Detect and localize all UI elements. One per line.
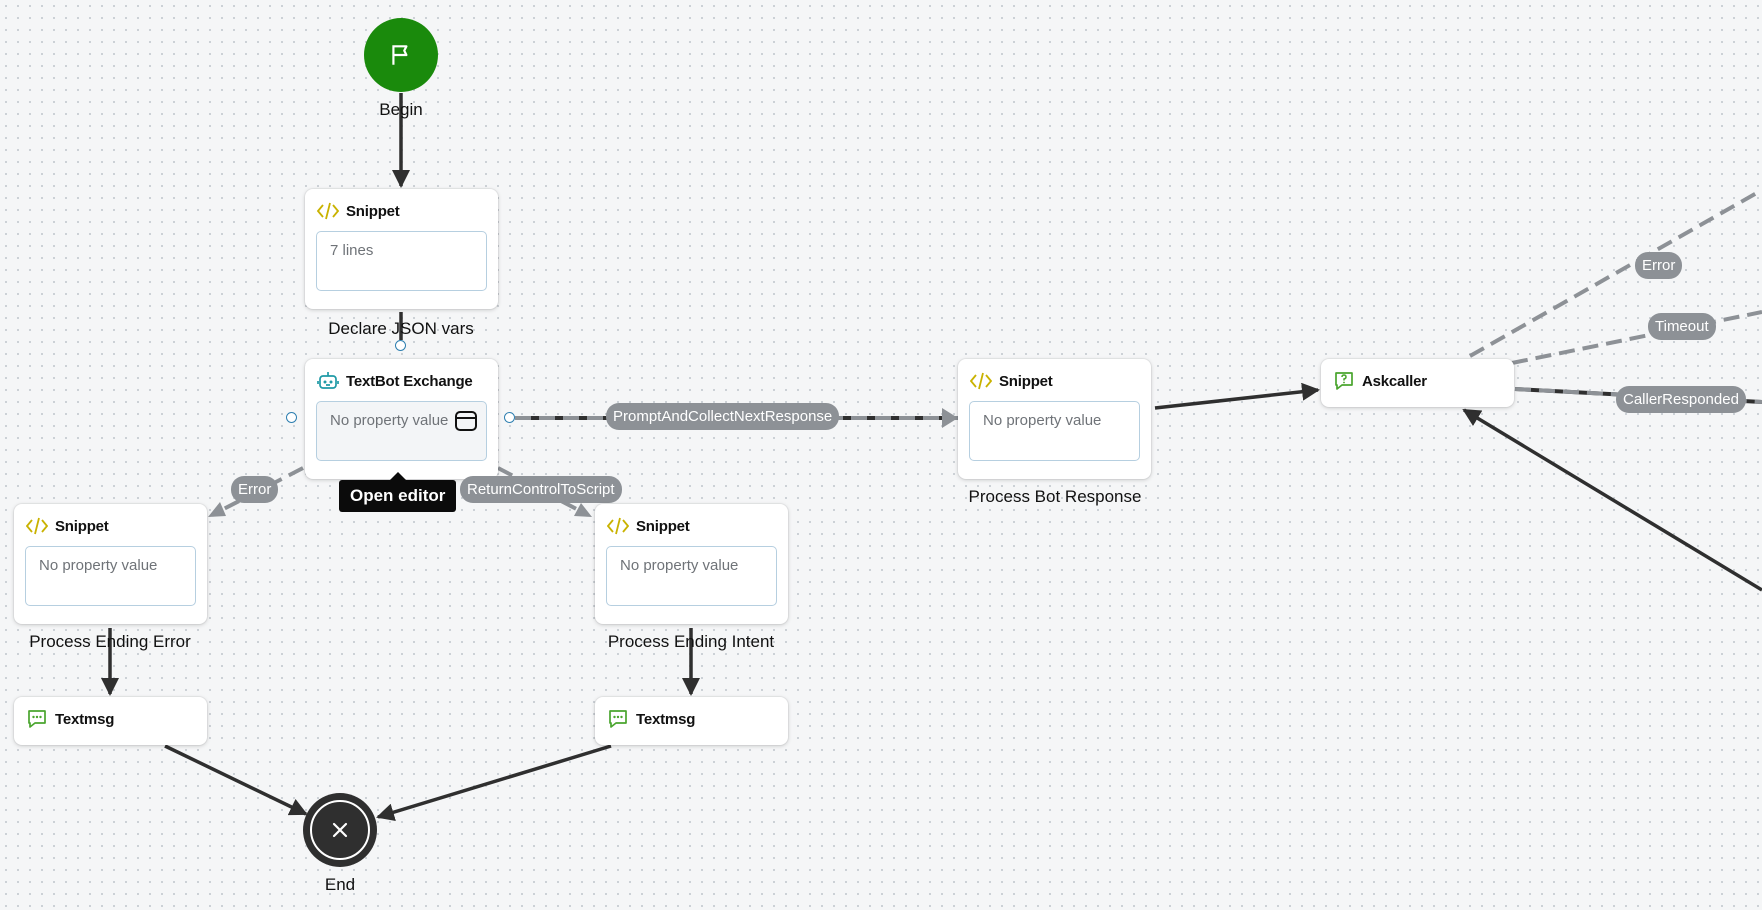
edge-label-timeout[interactable]: Timeout [1648,313,1716,340]
node-title: Snippet [636,517,690,535]
textbot-exchange-node[interactable]: TextBot Exchange No property value [305,359,498,479]
close-icon [332,822,348,838]
end-node[interactable] [303,793,377,867]
node-title: Snippet [55,517,109,535]
node-caption-process-ending-intent: Process Ending Intent [607,632,775,651]
node-property-box[interactable]: 7 lines [316,231,487,291]
open-editor-icon[interactable] [454,410,478,432]
edge-label-error-right[interactable]: Error [1635,252,1683,279]
textmsg-node-left[interactable]: Textmsg [14,697,207,745]
edge-askcaller-error[interactable] [1469,188,1762,358]
edge-label-prompt[interactable]: PromptAndCollectNextResponse [606,403,840,430]
node-property-box[interactable]: No property value [25,546,196,606]
node-caption-process-ending-error: Process Ending Error [29,632,191,651]
node-title: Snippet [346,202,400,220]
open-editor-tooltip: Open editor [339,472,457,512]
robot-icon [317,372,339,389]
node-property-box[interactable]: No property value [316,401,487,461]
edge-label-return-control[interactable]: ReturnControlToScript [460,476,622,503]
connection-port-right[interactable] [504,412,515,423]
flag-icon [392,45,408,65]
code-icon [317,202,339,220]
edge-textmsg-right-to-end[interactable] [376,744,612,821]
chat-icon [609,710,627,728]
askcaller-node[interactable]: Askcaller [1321,359,1514,407]
node-caption-declare-json: Declare JSON vars [328,319,474,338]
snippet-node-process-ending-error[interactable]: Snippet No property value [14,504,207,624]
edge-return-to-askcaller[interactable] [1462,408,1762,592]
node-title: TextBot Exchange [346,372,473,390]
chat-icon [28,710,46,728]
node-property-box[interactable]: No property value [969,401,1140,461]
edge-label-error-left[interactable]: Error [231,476,279,503]
code-icon [607,517,629,535]
node-caption-process-bot-response: Process Bot Response [968,487,1142,506]
textmsg-node-right[interactable]: Textmsg [595,697,788,745]
edge-processbot-to-askcaller[interactable] [1154,382,1320,410]
edge-textmsg-left-to-end[interactable] [164,744,308,816]
node-property-box[interactable]: No property value [606,546,777,606]
code-icon [26,517,48,535]
begin-node[interactable] [364,18,438,92]
code-icon [970,372,992,390]
node-title: Snippet [999,372,1053,390]
node-title: Textmsg [636,710,696,728]
node-title: Askcaller [1362,372,1427,390]
question-chat-icon [1335,372,1353,390]
edge-askcaller-timeout[interactable] [1511,310,1762,365]
snippet-node-process-bot-response[interactable]: Snippet No property value [958,359,1151,479]
connection-port[interactable] [395,340,406,351]
property-value: No property value [330,412,449,429]
snippet-node-declare-json[interactable]: Snippet 7 lines [305,189,498,309]
edge-label-caller-responded[interactable]: CallerResponded [1616,386,1746,413]
snippet-node-process-ending-intent[interactable]: Snippet No property value [595,504,788,624]
begin-label: Begin [379,100,423,119]
connection-port-left[interactable] [286,412,297,423]
end-label: End [324,875,356,894]
node-title: Textmsg [55,710,115,728]
